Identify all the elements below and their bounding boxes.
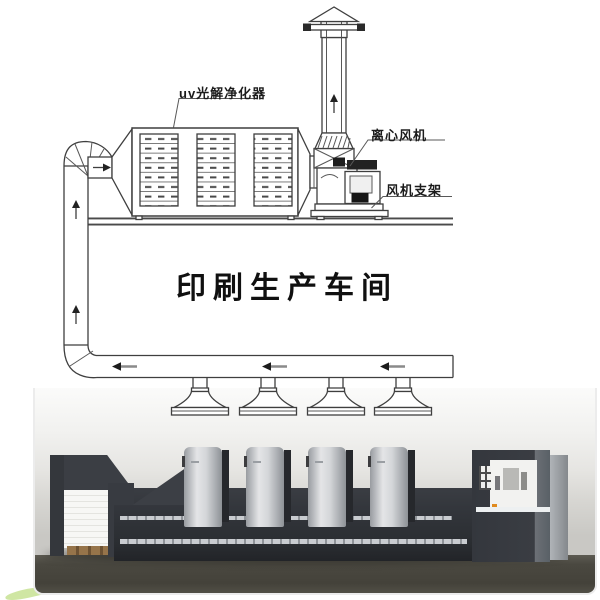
- workshop-roof: [88, 217, 453, 226]
- tower-frame-strip: [408, 450, 415, 522]
- delivery-part: [521, 472, 527, 490]
- tower-frame-strip: [222, 450, 229, 522]
- duct-elbow-top: [63, 140, 113, 177]
- callout-leader-lines: [173, 98, 452, 209]
- exhaust-stack: [303, 6, 365, 150]
- uv-purifier: [87, 126, 324, 221]
- airflow-up-arrow: [71, 304, 81, 325]
- paper-stack: [64, 490, 108, 548]
- airflow-left-arrow: [260, 360, 289, 373]
- airflow-left-arrow: [378, 360, 407, 373]
- airflow-up-arrow: [71, 199, 81, 220]
- press-bed: [114, 505, 472, 561]
- duct-elbow-bottom: [63, 344, 98, 379]
- delivery-orange-marker: [492, 504, 497, 508]
- collection-duct: [96, 354, 454, 379]
- suction-hood: [170, 376, 230, 416]
- right-end-panel: [550, 455, 568, 560]
- tower-frame-strip: [346, 450, 353, 522]
- riser-duct: [63, 165, 89, 346]
- press-rail-lower: [120, 539, 467, 544]
- delivery-button-panel: [479, 466, 491, 490]
- suction-hood: [373, 376, 433, 416]
- printing-tower-1: [182, 447, 222, 527]
- airflow-left-arrow: [110, 360, 139, 373]
- wooden-pallet: [67, 546, 119, 555]
- uv-lamp-panel: [139, 133, 179, 207]
- delivery-shelf: [476, 507, 550, 512]
- uv-lamp-panel: [253, 133, 293, 207]
- centrifugal-fan: [310, 147, 389, 221]
- airflow-right-arrow: [103, 163, 111, 172]
- printing-tower-3: [306, 447, 346, 527]
- printing-tower-4: [368, 447, 408, 527]
- delivery-part: [495, 476, 500, 490]
- suction-hood: [238, 376, 298, 416]
- delivery-console: [503, 468, 519, 490]
- paper-feeder-wall: [50, 455, 64, 556]
- tower-frame-strip: [284, 450, 291, 522]
- ventilation-diagram: [63, 6, 454, 416]
- fan-support-label: 风机支架: [386, 183, 443, 198]
- purifier-label: uv光解净化器: [179, 86, 267, 101]
- uv-lamp-panel: [196, 133, 236, 207]
- suction-hood: [306, 376, 366, 416]
- fan-motor: [349, 175, 373, 194]
- suction-hoods: [170, 376, 433, 416]
- workshop-title: 印刷生产车间: [176, 272, 398, 305]
- rain-cap: [307, 6, 361, 23]
- printing-press-photo: [33, 388, 597, 595]
- printing-tower-2: [244, 447, 284, 527]
- centrifugal-fan-label: 离心风机: [371, 128, 428, 143]
